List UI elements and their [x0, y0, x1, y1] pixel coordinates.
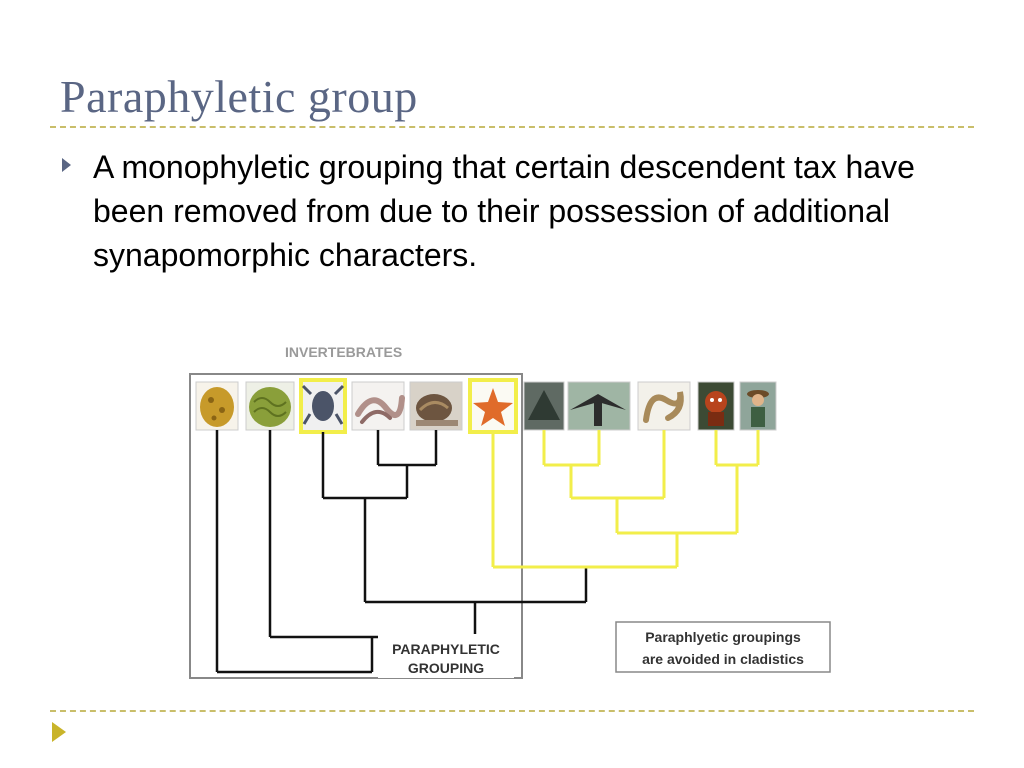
title-divider: [50, 126, 974, 128]
bullet-text: A monophyletic grouping that certain des…: [93, 149, 915, 273]
slide-title: Paraphyletic group: [60, 71, 418, 122]
paraphyletic-label-line2: GROUPING: [408, 660, 484, 676]
snail-icon: [409, 381, 463, 431]
alligator-icon: [523, 381, 565, 431]
red-panda-icon: [697, 381, 735, 431]
cladogram-svg: INVERTEBRATES: [189, 344, 831, 679]
note-line2: are avoided in cladistics: [642, 651, 804, 667]
invertebrates-label: INVERTEBRATES: [285, 344, 402, 360]
footer-divider: [50, 710, 974, 712]
brain-coral-icon: [245, 381, 295, 431]
worm-icon: [351, 381, 405, 431]
bullet-arrow-icon: [62, 158, 71, 172]
note-line1: Paraphlyetic groupings: [645, 629, 801, 645]
paraphyletic-label-bg: [378, 634, 514, 678]
human-icon: [739, 381, 777, 431]
crab-icon: [299, 378, 347, 434]
sponge-icon: [195, 381, 239, 431]
yellow-branches: [491, 430, 760, 569]
starfish-icon: [468, 378, 518, 434]
taxa-row: [195, 378, 777, 434]
snake-icon: [637, 381, 691, 431]
footer-arrow-icon: [52, 722, 66, 742]
note-box: [615, 621, 831, 673]
bird-icon: [567, 381, 631, 431]
paraphyletic-box: [189, 373, 523, 679]
paraphyletic-label-line1: PARAPHYLETIC: [392, 641, 500, 657]
cladogram-figure: INVERTEBRATES: [180, 330, 840, 690]
